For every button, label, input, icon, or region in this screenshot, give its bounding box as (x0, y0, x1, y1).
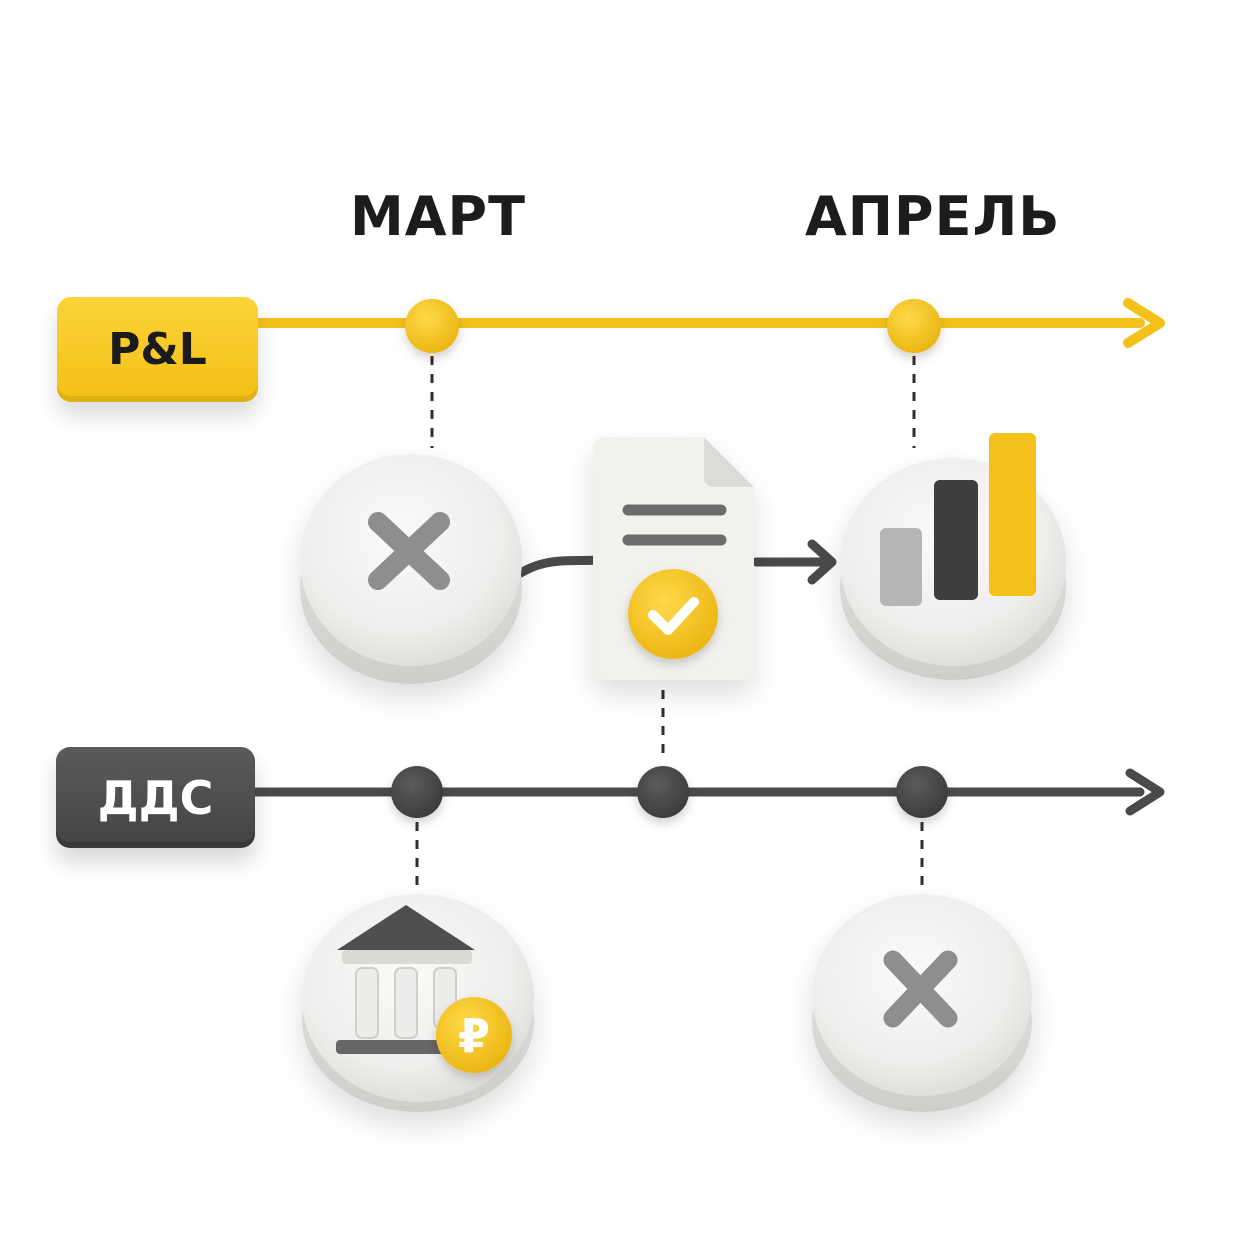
dds-arrow-head (1125, 768, 1165, 816)
pl-timeline (253, 298, 1165, 353)
pl-arrow-head (1123, 298, 1165, 348)
dashed-connectors (415, 356, 924, 890)
pl-march-disc (300, 454, 522, 684)
pl-march-marker (405, 299, 459, 353)
bar-large (989, 433, 1036, 596)
pl-april-marker (887, 299, 941, 353)
cross-icon (368, 512, 450, 590)
month-label-april: АПРЕЛЬ (805, 185, 1061, 248)
flow-arrow-head (807, 539, 837, 585)
check-badge (628, 569, 718, 659)
bank-column-1 (355, 967, 379, 1039)
bank-base (336, 1040, 460, 1054)
dds-tag: ДДС (56, 747, 255, 848)
dds-april-marker (896, 766, 948, 818)
bar-small (880, 528, 922, 606)
dds-march-marker (391, 766, 443, 818)
bank-column-2 (394, 967, 418, 1039)
bar-chart-icon (880, 433, 1036, 606)
ruble-symbol: ₽ (458, 1009, 490, 1063)
ruble-coin-icon: ₽ (436, 997, 512, 1073)
cross-icon (883, 950, 958, 1028)
month-label-march: МАРТ (350, 185, 526, 248)
bar-medium (934, 480, 978, 600)
pl-tag: P&L (57, 297, 258, 402)
bank-roof (337, 905, 475, 950)
bank-entablature (342, 950, 472, 964)
document-folded-corner (704, 437, 754, 487)
bank-icon (336, 905, 475, 1054)
dds-timeline (250, 766, 1165, 818)
check-icon (648, 597, 699, 635)
dds-document-marker (637, 766, 689, 818)
document-check-icon (593, 437, 754, 680)
